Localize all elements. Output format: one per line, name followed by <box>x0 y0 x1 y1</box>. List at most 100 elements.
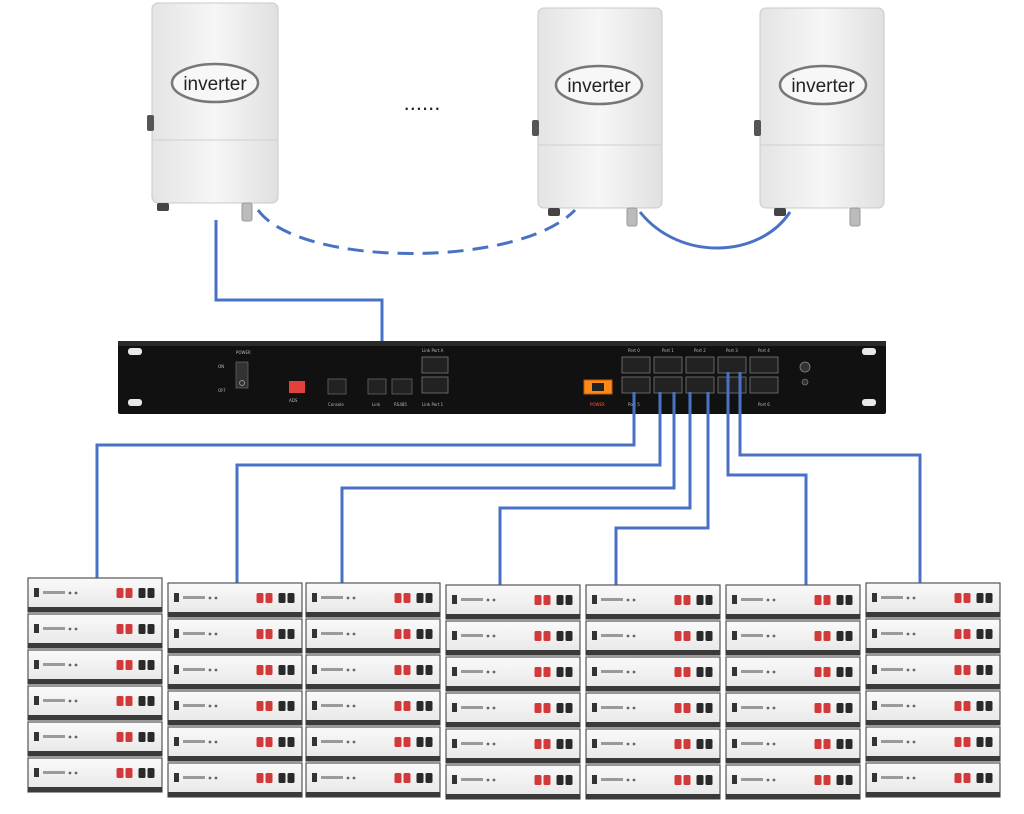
hub-link-port-b[interactable] <box>421 376 449 394</box>
negative-terminal <box>565 703 573 713</box>
more-inverters-ellipsis: ...... <box>404 90 441 115</box>
positive-terminal <box>394 629 402 639</box>
hub-port-6-label: Port 6 <box>758 402 770 407</box>
hub-power-label: POWER <box>236 350 251 355</box>
positive-terminal <box>125 696 133 706</box>
battery-module <box>865 726 1001 762</box>
positive-terminal <box>963 665 971 675</box>
positive-terminal <box>534 703 542 713</box>
positive-terminal <box>954 701 962 711</box>
negative-terminal <box>696 667 704 677</box>
hub-port-1-lower[interactable] <box>653 376 683 394</box>
negative-terminal <box>138 660 146 670</box>
positive-terminal <box>543 667 551 677</box>
negative-terminal <box>985 629 993 639</box>
positive-terminal <box>256 701 264 711</box>
battery-module <box>167 618 303 654</box>
negative-terminal <box>836 739 844 749</box>
hub-port-1-upper[interactable] <box>653 356 683 374</box>
battery-stack-5 <box>585 584 721 800</box>
positive-terminal <box>814 631 822 641</box>
battery-module <box>27 685 163 721</box>
negative-terminal <box>845 595 853 605</box>
negative-terminal <box>845 775 853 785</box>
positive-terminal <box>823 703 831 713</box>
hub-port-0-upper[interactable] <box>621 356 651 374</box>
battery-module <box>305 726 441 762</box>
battery-stack-1 <box>27 577 163 793</box>
hub-link-label: Link <box>372 402 381 407</box>
positive-terminal <box>814 739 822 749</box>
battery-module <box>725 764 861 800</box>
positive-terminal <box>256 773 264 783</box>
hub-dip-switch[interactable] <box>289 381 305 393</box>
hub-console-port[interactable] <box>327 378 347 395</box>
positive-terminal <box>683 595 691 605</box>
positive-terminal <box>534 595 542 605</box>
battery-module <box>585 656 721 692</box>
negative-terminal <box>845 631 853 641</box>
hub-rs485-port[interactable] <box>391 378 413 395</box>
hub-port-2-lower[interactable] <box>685 376 715 394</box>
positive-terminal <box>125 624 133 634</box>
hub-link-port-a[interactable] <box>421 356 449 374</box>
hub-power-switch[interactable] <box>235 361 249 389</box>
battery-module <box>585 728 721 764</box>
positive-terminal <box>674 631 682 641</box>
hub-port-2-upper[interactable] <box>685 356 715 374</box>
positive-terminal <box>394 665 402 675</box>
positive-terminal <box>823 739 831 749</box>
negative-terminal <box>985 593 993 603</box>
dashed-cable-inverter-1-to-2 <box>256 208 577 255</box>
hub-battery-ports: Port 0 Port 1 Port 2 Port 3 Port 4 Port … <box>621 348 779 407</box>
positive-terminal <box>534 667 542 677</box>
negative-terminal <box>705 739 713 749</box>
negative-terminal <box>287 629 295 639</box>
negative-terminal <box>976 665 984 675</box>
hub-console-label: Console <box>328 402 344 407</box>
negative-terminal <box>147 660 155 670</box>
hub-port-3-lower[interactable] <box>717 376 747 394</box>
positive-terminal <box>814 595 822 605</box>
hub-port-3-upper[interactable] <box>717 356 747 374</box>
positive-terminal <box>265 629 273 639</box>
hub-to-battery-cables <box>95 372 922 585</box>
hub-port-4-lower[interactable] <box>749 376 779 394</box>
positive-terminal <box>823 595 831 605</box>
positive-terminal <box>954 773 962 783</box>
negative-terminal <box>416 737 424 747</box>
hub-port-0-lower[interactable] <box>621 376 651 394</box>
hub-round-connector[interactable] <box>799 361 811 373</box>
negative-terminal <box>556 703 564 713</box>
negative-terminal <box>696 739 704 749</box>
battery-stack-4 <box>445 584 581 800</box>
battery-module <box>27 613 163 649</box>
battery-module <box>445 620 581 656</box>
positive-terminal <box>403 701 411 711</box>
inverter-3: inverter <box>754 7 885 227</box>
positive-terminal <box>394 593 402 603</box>
hub-on-label: ON <box>218 364 224 369</box>
negative-terminal <box>425 701 433 711</box>
negative-terminal <box>147 588 155 598</box>
positive-terminal <box>954 629 962 639</box>
negative-terminal <box>556 775 564 785</box>
negative-terminal <box>565 739 573 749</box>
negative-terminal <box>976 701 984 711</box>
negative-terminal <box>287 737 295 747</box>
cable-hub-to-stack-6 <box>726 372 808 585</box>
negative-terminal <box>416 773 424 783</box>
negative-terminal <box>836 631 844 641</box>
negative-terminal <box>287 701 295 711</box>
negative-terminal <box>416 665 424 675</box>
positive-terminal <box>116 768 124 778</box>
positive-terminal <box>683 667 691 677</box>
battery-module <box>445 692 581 728</box>
hub-link-port[interactable] <box>367 378 387 395</box>
negative-terminal <box>287 773 295 783</box>
battery-module <box>725 656 861 692</box>
hub-port-4-upper[interactable] <box>749 356 779 374</box>
positive-terminal <box>125 660 133 670</box>
inverter-2-label: inverter <box>567 76 631 97</box>
